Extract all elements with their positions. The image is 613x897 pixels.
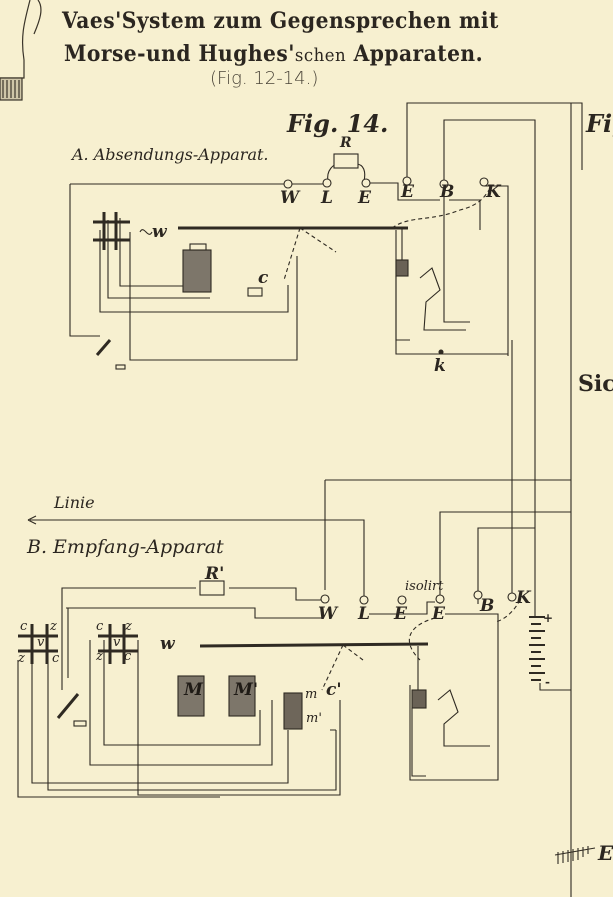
key-k-dot-icon [438,349,444,355]
contact-c-prime-label: c' [326,680,342,700]
magnet-m-label: M [184,680,203,700]
contact-c-a: c [258,268,269,288]
spring-w-b: w [160,634,175,654]
lamp-ornament-icon [0,0,42,101]
switch2-v: v [113,635,121,650]
switch1-z2: z [18,651,25,666]
line-arrow-icon [27,515,37,525]
terminal-b-w: W [318,604,338,624]
section-a-wiring [69,102,572,897]
switch1-c1: c [20,619,28,634]
right-edge-text: Sic [578,371,613,397]
figure-label: Fig. 14. [287,109,389,138]
title-main: Morse-und Hughes' [64,41,295,67]
electromagnet-a-icon [182,249,212,293]
resistor-r-label: R [340,135,352,151]
switch2-z1: z [125,619,132,634]
battery-minus-label: - [545,675,550,689]
earth-label: E [598,841,613,865]
contact-m-prime-label: m' [306,711,322,726]
terminal-b-k: K [516,588,531,608]
section-b-title: B. Empfang-Apparat [27,536,224,558]
switch1-z1: z [50,619,57,634]
right-figure-label: Fig [586,109,613,138]
resistor-r-prime-icon [199,580,225,596]
magnet-m-prime-label: M' [234,680,259,700]
section-b-terminals [320,590,517,605]
switch1-v: v [37,635,45,650]
switch1-c2: c [52,651,60,666]
battery-plus-label: + [543,611,554,625]
resistor-r-icon [333,153,359,169]
contact-m-label: m [305,687,318,702]
page-title-line-2: Morse-und Hughes'schen Apparaten. [64,43,483,65]
earth-ground-icon [554,846,596,864]
section-a-terminals [283,176,489,189]
electromagnet-m-icon [177,675,205,717]
terminal-a-w: W [280,188,300,208]
switch2-c2: c [124,649,132,664]
line-label: Linie [54,493,95,512]
title-end: Apparaten. [353,41,484,67]
electromagnet-m-prime-icon [228,675,256,717]
terminal-a-e1: E [358,188,371,208]
switch2-c1: c [96,619,104,634]
section-a-title: A. Absendungs-Apparat. [72,145,269,164]
terminal-a-l: L [321,188,333,208]
key-k-label: k [434,356,446,376]
switch2-z2: z [96,649,103,664]
terminal-b-l: L [358,604,370,624]
battery-icon [529,616,571,691]
page-title-line-1: Vaes'System zum Gegensprechen mit [62,8,499,34]
terminal-a-b: B [440,182,455,202]
title-small: schen [294,45,347,66]
resistor-r-prime-label: R' [205,564,225,584]
isolated-label: isolirt [405,579,444,594]
terminal-b-e2: E [432,604,445,624]
terminal-b-b: B [480,596,495,616]
terminal-a-e2: E [401,182,414,202]
figure-range: (Fig. 12-14.) [210,68,319,89]
terminal-a-k: K [486,182,501,202]
terminal-b-e1: E [394,604,407,624]
section-b-wiring [17,340,571,798]
spring-w-a: w [152,222,167,242]
